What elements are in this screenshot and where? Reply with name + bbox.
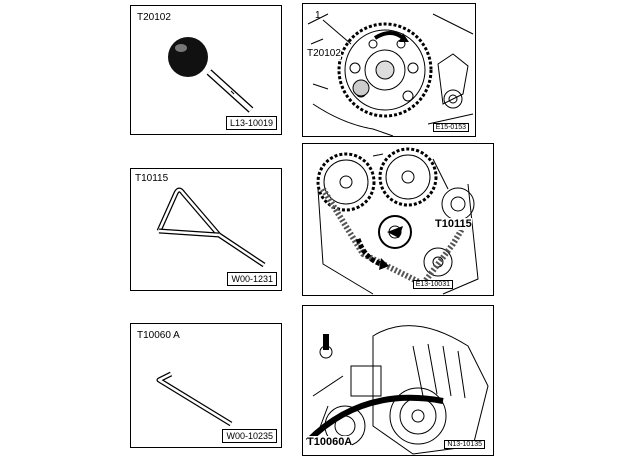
timing-belt-drawing [316,147,479,295]
callout-tool-label: T20102 [307,48,341,59]
ball-handle-pin-drawing [168,37,254,113]
triangle-pin-drawing [156,187,266,268]
illustration-alternator: T10060A N13-10135 [302,305,494,456]
tool-name: T20102 [137,12,171,23]
part-code: W00-1231 [227,272,277,286]
callout-number: 1 [315,10,321,21]
callout-tool-label: T10060A [307,436,353,448]
illustration-ref: E15-0153 [432,123,469,132]
angled-pin-drawing [156,371,233,427]
tool-panel-t10060a: T10060 A W00-10235 [130,323,282,448]
callout-tool-label: T10115 [435,218,472,230]
illustration-camshaft-sprocket: 1 T20102 E15-0153 [302,3,476,137]
camshaft-sprocket-drawing [307,13,474,136]
part-code: W00-10235 [222,429,277,443]
illustration-ref: E13-10031 [412,280,453,289]
part-code: L13-10019 [225,116,277,130]
tool-panel-t20102: T20102 L13-10019 [130,5,282,135]
illustration-ref: N13-10135 [444,440,485,449]
illustration-timing-belt: T10115 E13-10031 [302,143,494,296]
alternator-drawing [305,325,489,455]
tool-panel-t10115: T10115 W00-1231 [130,168,282,291]
tool-name: T10060 A [137,330,180,341]
tool-name: T10115 [135,173,169,184]
